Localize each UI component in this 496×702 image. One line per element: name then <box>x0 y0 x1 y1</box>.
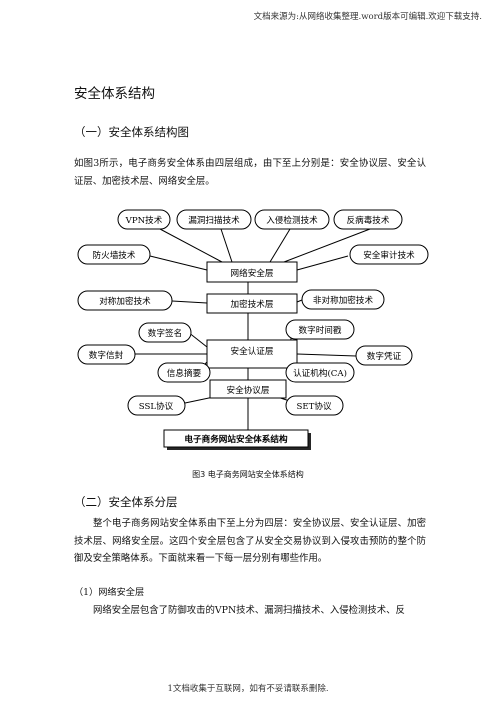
ca-label: 认证机构(CA) <box>293 367 347 379</box>
digital-signature-node <box>138 322 192 343</box>
figure-caption: 图3 电子商务网站安全体系结构 <box>192 470 304 479</box>
encryption-layer-box <box>206 293 298 314</box>
section-2-paragraph: 整个电子商务网站安全体系由下至上分为四层：安全协议层、安全认证层、加密技术层、网… <box>74 518 426 564</box>
message-digest-label: 信息摘要 <box>167 367 202 379</box>
header-note: 文档来源为:从网络收集整理.word版本可编辑.欢迎下载支持. <box>253 12 482 22</box>
network-layer-paragraph: 网络安全层包含了防御攻击的VPN技术、漏洞扫描技术、入侵检测技术、反 <box>93 605 405 616</box>
network-layer-box <box>206 261 298 283</box>
digital-envelope-label: 数字信封 <box>89 349 124 361</box>
section-1-heading: （一）安全体系结构图 <box>74 125 189 139</box>
ids-label: 入侵检测技术 <box>266 214 318 226</box>
firewall-label: 防火墙技术 <box>93 249 136 261</box>
set-label: SET协议 <box>296 400 331 412</box>
encryption-layer-label: 加密技术层 <box>231 298 274 310</box>
list-item-network-layer: （1）网络安全层 <box>74 587 145 598</box>
network-layer-label: 网络安全层 <box>231 267 274 279</box>
base-block <box>163 429 309 448</box>
page-title: 安全体系结构 <box>74 86 155 102</box>
antivirus-label: 反病毒技术 <box>347 214 390 226</box>
set-node <box>285 395 344 416</box>
vpn-label: VPN技术 <box>125 214 163 226</box>
audit-label: 安全审计技术 <box>363 249 415 261</box>
symmetric-node <box>77 290 173 311</box>
section-1-paragraph: 如图3所示，电子商务安全体系由四层组成，由下至上分别是：安全协议层、安全认证层、… <box>74 158 426 187</box>
asymmetric-label: 非对称加密技术 <box>313 294 374 306</box>
protocol-layer-label: 安全协议层 <box>227 384 270 396</box>
footer-note: 1文档收集于互联网，如有不妥请联系删除. <box>167 684 329 694</box>
symmetric-label: 对称加密技术 <box>99 295 151 307</box>
message-digest-node <box>157 362 211 383</box>
audit-node <box>349 244 429 265</box>
digital-timestamp-node <box>285 319 355 340</box>
section-2-heading: （二）安全体系分层 <box>74 495 178 509</box>
ssl-node <box>127 395 186 416</box>
antivirus-node <box>333 209 403 230</box>
digital-envelope-node <box>77 344 136 365</box>
digital-certificate-node <box>355 345 413 366</box>
firewall-node <box>77 244 151 265</box>
auth-layer-box <box>206 339 298 369</box>
vuln-scan-node <box>176 209 252 230</box>
asymmetric-node <box>301 289 385 310</box>
ids-node <box>254 209 330 230</box>
base-label: 电子商务网站安全体系结构 <box>184 433 288 445</box>
vpn-node <box>117 209 171 230</box>
digital-certificate-label: 数字凭证 <box>367 350 402 362</box>
auth-layer-label: 安全认证层 <box>231 345 274 357</box>
ssl-label: SSL协议 <box>139 400 174 412</box>
ca-node <box>285 362 355 383</box>
digital-timestamp-label: 数字时间戳 <box>299 324 342 336</box>
digital-signature-label: 数字签名 <box>148 327 182 339</box>
vuln-scan-label: 漏洞扫描技术 <box>188 214 240 226</box>
